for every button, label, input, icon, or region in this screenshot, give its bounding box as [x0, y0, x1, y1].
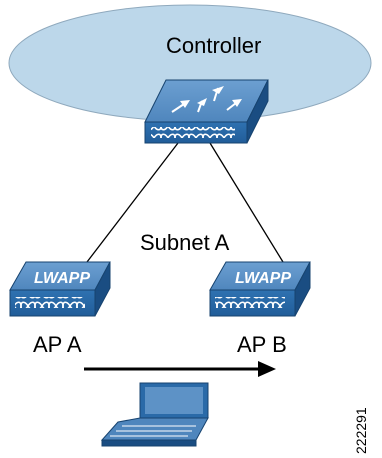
controller-label: Controller [166, 33, 261, 58]
ap-b-label: AP B [237, 332, 287, 357]
ap-b-badge: LWAPP [235, 270, 291, 287]
figure-id: 222291 [353, 407, 369, 454]
controller-icon [144, 79, 269, 144]
ap-a-label: AP A [33, 332, 82, 357]
arrow-right-icon [84, 361, 276, 377]
access-point-icon [9, 261, 111, 317]
laptop-icon [100, 382, 209, 447]
link-controller-ap-a [86, 142, 179, 263]
access-point-icon [209, 261, 311, 317]
subnet-label: Subnet A [140, 230, 230, 255]
ap-a-badge: LWAPP [34, 270, 90, 287]
link-controller-ap-b [209, 142, 284, 263]
